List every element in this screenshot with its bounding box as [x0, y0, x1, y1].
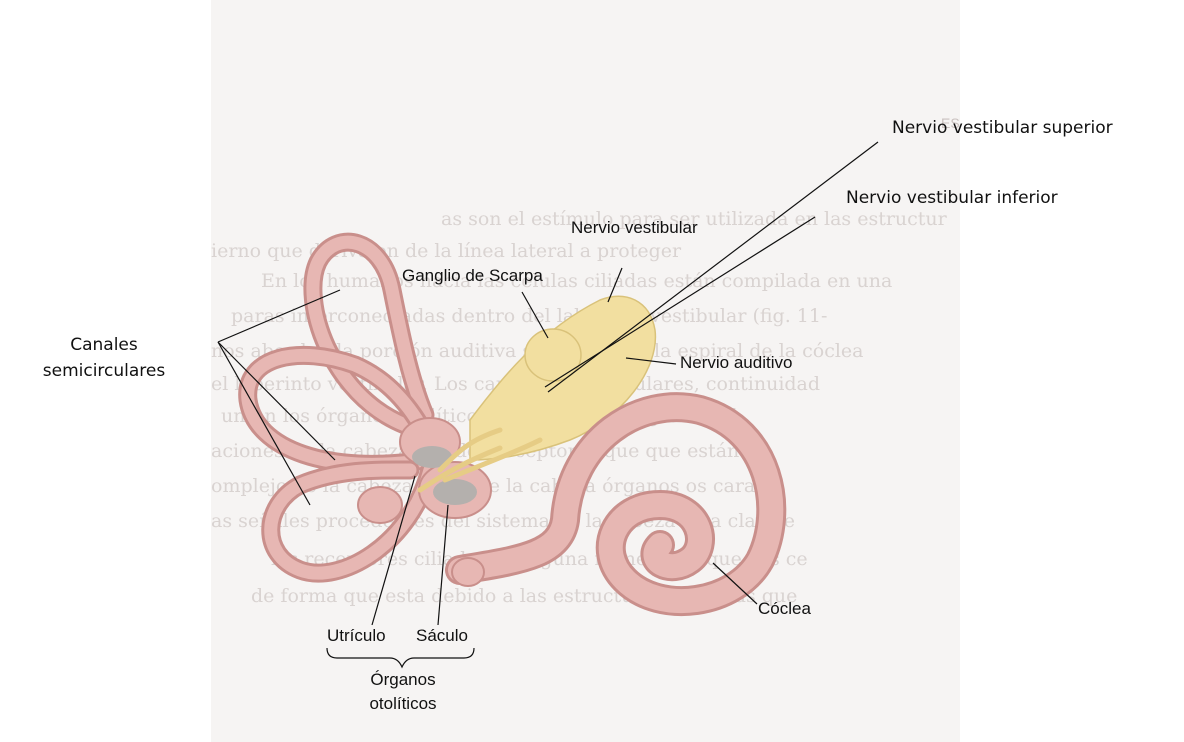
label-coclea: Cóclea	[758, 599, 811, 619]
organos-brace	[327, 648, 474, 667]
label-utriculo: Utrículo	[327, 626, 386, 646]
callout-canales-line2: semicirculares	[30, 358, 178, 384]
callout-nervio-vestibular-inferior: Nervio vestibular inferior	[846, 188, 1058, 208]
semicircular-canals	[248, 242, 430, 573]
label-ganglio-scarpa: Ganglio de Scarpa	[402, 266, 543, 286]
label-organos-otoliticos: Órganos otolíticos	[354, 668, 452, 716]
saccule-macula	[433, 479, 477, 505]
label-nervio-vestibular: Nervio vestibular	[571, 218, 698, 238]
label-organos-line2: otolíticos	[354, 692, 452, 716]
vestibulocochlear-nerve	[420, 296, 655, 490]
callout-nervio-vestibular-superior: Nervio vestibular superior	[892, 118, 1113, 138]
callout-canales-line1: Canales	[30, 332, 178, 358]
label-saculo: Sáculo	[416, 626, 468, 646]
label-nervio-auditivo: Nervio auditivo	[680, 353, 792, 373]
callout-canales-semicirculares: Canales semicirculares	[30, 332, 178, 384]
label-organos-line1: Órganos	[354, 668, 452, 692]
leader-scarpa	[522, 292, 548, 338]
